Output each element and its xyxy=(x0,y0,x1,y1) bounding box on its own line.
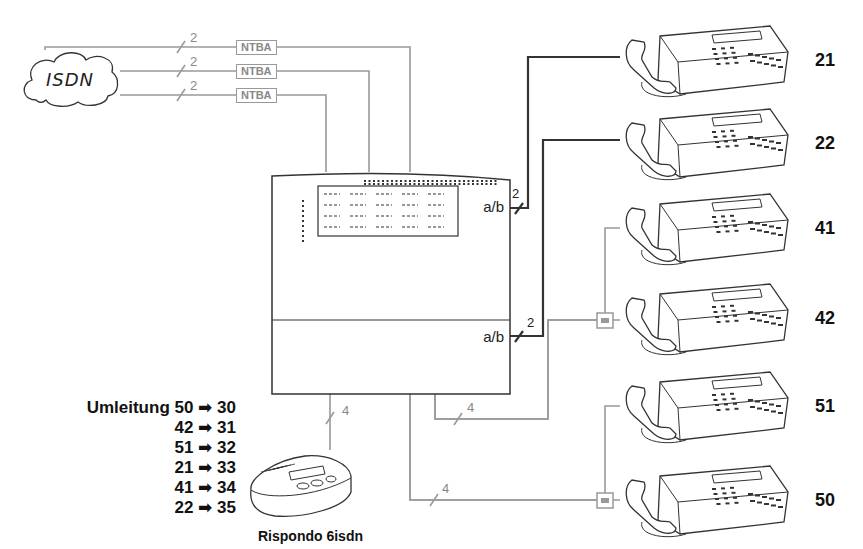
wire-count: 2 xyxy=(189,31,198,45)
wire-count: 2 xyxy=(511,187,520,201)
wire-count: 4 xyxy=(341,404,350,418)
wire-connector xyxy=(410,394,620,500)
extension-number: 22 xyxy=(815,132,835,153)
wire-connector xyxy=(120,94,236,96)
network-label: ISDN xyxy=(46,69,94,90)
redirect-entry: 51 ➡ 32 xyxy=(0,438,236,458)
port-label: a/b xyxy=(483,198,504,215)
telephone-symbol xyxy=(620,190,790,265)
port-label: a/b xyxy=(483,328,504,345)
telephone-symbol xyxy=(620,22,790,97)
wire-connector xyxy=(329,394,331,450)
junction-box xyxy=(597,493,613,508)
wire-connector xyxy=(277,47,410,172)
wire-connector xyxy=(45,47,236,50)
wire-count-tick xyxy=(177,89,185,101)
telephone-symbol xyxy=(620,280,790,355)
redirect-entry: 42 ➡ 31 xyxy=(0,418,236,438)
telephone: 50 xyxy=(620,462,790,537)
wire-count-tick xyxy=(326,412,334,424)
wire-count-tick xyxy=(430,494,438,506)
telephone-symbol xyxy=(620,105,790,180)
answering-machine: Rispondo 6isdn xyxy=(245,450,355,520)
wire-count: 2 xyxy=(526,316,535,330)
telephone: 51 xyxy=(620,368,790,443)
redirect-entry: 41 ➡ 34 xyxy=(0,478,236,498)
extension-number: 51 xyxy=(815,395,835,416)
wire-connector xyxy=(277,71,369,172)
telephone-symbol xyxy=(620,462,790,537)
wire-connector xyxy=(510,140,620,336)
wire-count: 2 xyxy=(189,79,198,93)
wire-count-tick xyxy=(177,65,185,77)
redirect-entry: Umleitung 50 ➡ 30 xyxy=(0,398,236,418)
wire-count: 4 xyxy=(441,482,450,496)
ntba-box: NTBA xyxy=(236,40,277,55)
ntba-label: NTBA xyxy=(241,89,272,102)
device-name: Rispondo 6isdn xyxy=(258,528,363,544)
network-cloud: ISDN xyxy=(20,50,120,108)
junction-terminal xyxy=(601,498,609,503)
ntba-label: NTBA xyxy=(241,41,272,54)
extension-number: 21 xyxy=(815,49,835,70)
telephone: 42 xyxy=(620,280,790,355)
extension-number: 41 xyxy=(815,217,835,238)
ntba-box: NTBA xyxy=(236,64,277,79)
wire-connector xyxy=(510,57,620,208)
extension-number: 50 xyxy=(815,489,835,510)
redirect-entry: 22 ➡ 35 xyxy=(0,498,236,518)
redirect-table: Umleitung 50 ➡ 3042 ➡ 3151 ➡ 3221 ➡ 3341… xyxy=(0,398,236,518)
wire-connector xyxy=(120,70,236,72)
wire-count-tick xyxy=(454,413,462,425)
redirect-entry: 21 ➡ 33 xyxy=(0,458,236,478)
wire-count: 2 xyxy=(189,55,198,69)
wire-count: 4 xyxy=(466,401,475,415)
ntba-label: NTBA xyxy=(241,65,272,78)
extension-number: 42 xyxy=(815,307,835,328)
telephone: 22 xyxy=(620,105,790,180)
wire-count-tick xyxy=(177,41,185,53)
answering-machine-symbol xyxy=(245,450,355,520)
ntba-box: NTBA xyxy=(236,88,277,103)
telephone-symbol xyxy=(620,368,790,443)
telephone: 21 xyxy=(620,22,790,97)
pbx-unit: a/b a/b xyxy=(272,172,510,394)
wire-connector xyxy=(410,394,620,500)
wire-count-tick xyxy=(515,331,523,342)
telephone: 41 xyxy=(620,190,790,265)
junction-terminal xyxy=(601,318,609,323)
junction-box xyxy=(597,313,613,328)
pbx-housing xyxy=(272,172,510,394)
wire-connector xyxy=(277,95,326,172)
wire-count-tick xyxy=(515,203,523,214)
